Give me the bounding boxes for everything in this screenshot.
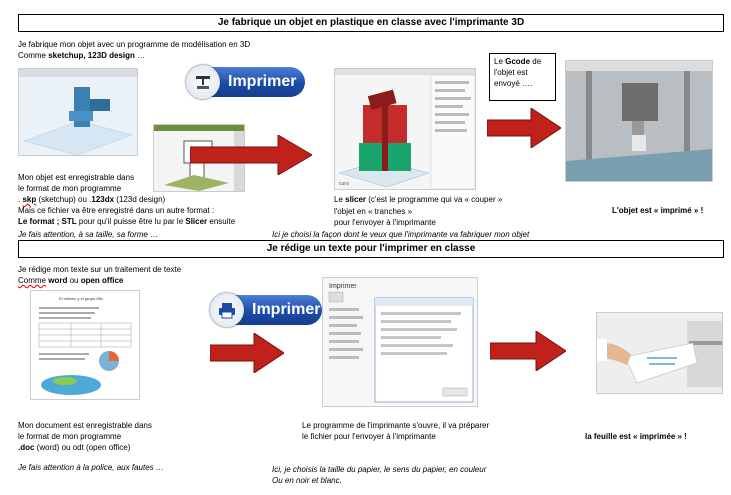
section2-prog-line2: le fichier pour l'envoyer à l'imprimante xyxy=(302,432,436,441)
section1-save-line2: le format de mon programme xyxy=(18,184,122,193)
section1-save-line5: Le format ; STL pour qu'il puisse être l… xyxy=(18,217,236,226)
section2-choice-line1: Ici, je choisis la taille du papier, le … xyxy=(272,465,487,474)
print-dialog-title: Imprimer xyxy=(329,283,357,290)
arrow-right-icon xyxy=(487,108,561,148)
section2-title: Je rédige un texte pour l'imprimer en cl… xyxy=(18,240,724,258)
section2-save-line1: Mon document est enregistrable dans xyxy=(18,421,152,430)
slicer-line3: pour l'envoyer à l'imprimante xyxy=(334,218,436,227)
slicer-screenshot: cura xyxy=(334,68,476,190)
section2-save-line2: le format de mon programme xyxy=(18,432,122,441)
print-button-3d[interactable]: Imprimer xyxy=(186,65,305,99)
gcode-note: Le Gcode de l'objet est envoyé …. xyxy=(489,53,556,101)
section1-title: Je fabrique un objet en plastique en cla… xyxy=(18,14,724,32)
section1-save-line3: . skp (sketchup) ou .123dx (123d design) xyxy=(18,195,166,204)
sketchup-screenshot xyxy=(18,68,138,156)
section1-save-line4: Mais ce fichier va être enregistré dans … xyxy=(18,206,215,215)
section1-choice: Ici je choisi la façon dont le veux que … xyxy=(272,230,530,239)
section2-prog-line1: Le programme de l'imprimante s'ouvre, il… xyxy=(302,421,490,430)
section1-intro-line2: Comme sketchup, 123D design … xyxy=(18,51,146,60)
section1-intro-line1: Je fabrique mon objet avec un programme … xyxy=(18,40,251,49)
section1-result: L'objet est « imprimé » ! xyxy=(612,206,704,215)
slicer-line1: Le slicer (c'est le programme qui va « c… xyxy=(334,195,503,204)
printer-icon xyxy=(210,293,244,327)
arrow-right-icon xyxy=(210,333,284,373)
doc-title: El milenio y el grupo Ofic xyxy=(59,296,103,301)
section2-intro-line1: Je rédige mon texte sur un traitement de… xyxy=(18,265,182,274)
section1-save-line1: Mon objet est enregistrable dans xyxy=(18,173,135,182)
print-dialog-screenshot: Imprimer xyxy=(322,277,478,407)
section2-save-line3: .doc (word) ou odt (open office) xyxy=(18,443,131,452)
section1-attention: Je fais attention, à sa taille, sa forme… xyxy=(18,230,159,239)
arrow-right-icon xyxy=(490,331,566,371)
svg-text:cura: cura xyxy=(339,181,349,187)
word-document-thumbnail: El milenio y el grupo Ofic xyxy=(30,290,140,400)
3d-printer-icon xyxy=(186,65,220,99)
section2-attention: Je fais attention à la police, aux faute… xyxy=(18,463,164,472)
slicer-line2: l'objet en « tranches » xyxy=(334,207,413,216)
section2-intro-line2: Comme word ou open office xyxy=(18,276,124,285)
3d-printer-photo xyxy=(565,60,713,182)
section2-choice-line2: Ou en noir et blanc. xyxy=(272,476,342,485)
section2-result: la feuille est « imprimée » ! xyxy=(585,432,687,441)
arrow-right-icon xyxy=(190,135,312,175)
paper-printer-photo xyxy=(596,312,723,394)
print-button-text[interactable]: Imprimer xyxy=(210,293,322,327)
